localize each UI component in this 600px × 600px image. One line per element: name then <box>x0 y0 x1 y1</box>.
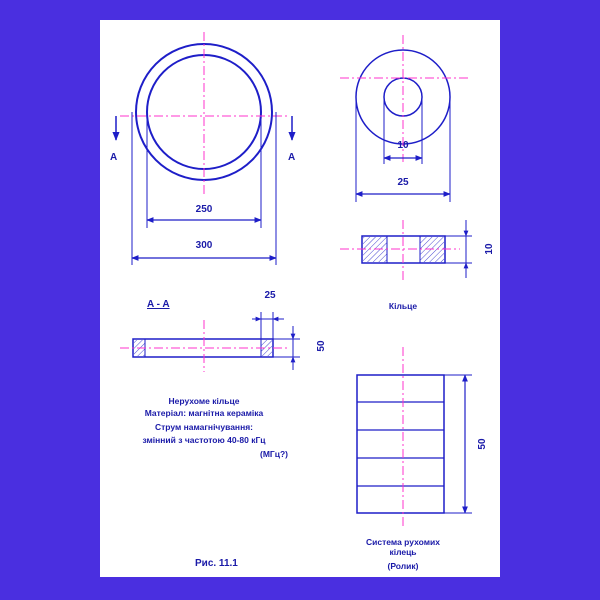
ring-side-section: 10 Кільце <box>340 220 495 311</box>
dim-outer-dia: 300 <box>196 240 213 251</box>
system-label-1: Система рухомих <box>366 537 440 547</box>
dim-stack-height: 50 <box>477 438 488 450</box>
cut-label-left: A <box>110 152 117 163</box>
note-frequency: змінний з частотою 40-80 кГц <box>142 435 266 445</box>
section-title: A - A <box>147 299 170 310</box>
ring-label: Кільце <box>389 301 417 311</box>
roller-label: (Ролик) <box>388 561 419 571</box>
note-current: Струм намагнічування: <box>155 422 253 432</box>
note-material: Матеріал: магнітна кераміка <box>145 408 264 418</box>
section-a-a: A - A 25 50 <box>120 290 327 372</box>
ring-top-view: 10 25 <box>340 35 468 202</box>
dim-inner-dia: 250 <box>196 204 213 215</box>
technical-drawing: A A 250 300 A - A 25 50 <box>110 32 495 571</box>
dim-section-height: 50 <box>316 340 327 352</box>
note-fixed-ring: Нерухоме кільце <box>169 396 240 406</box>
drawing-sheet: A A 250 300 A - A 25 50 <box>100 20 500 577</box>
figure-caption: Рис. 11.1 <box>195 558 238 569</box>
fixed-ring-top-view: A A 250 300 <box>110 32 296 265</box>
dim-ring-height: 10 <box>484 243 495 255</box>
notes: Нерухоме кільце Матеріал: магнітна керам… <box>142 396 288 569</box>
ring-stack: 50 Система рухомих кілець (Ролик) <box>356 347 488 571</box>
dim-ring-bore: 10 <box>397 140 409 151</box>
cut-label-right: A <box>288 152 295 163</box>
system-label-2: кілець <box>389 547 416 557</box>
dim-section-width: 25 <box>264 290 276 301</box>
note-mhz: (МГц?) <box>260 449 288 459</box>
dim-ring-dia: 25 <box>397 177 409 188</box>
stack-body <box>356 374 445 514</box>
section-hatch-right <box>261 340 272 356</box>
